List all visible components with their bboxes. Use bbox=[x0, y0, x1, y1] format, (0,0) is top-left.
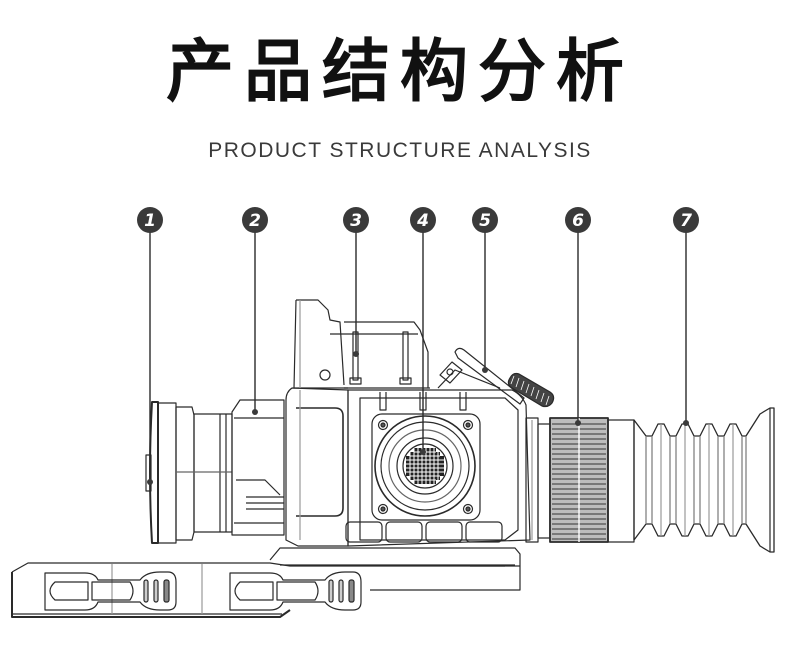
callout-4-side-port: 4 bbox=[410, 207, 436, 455]
eyepiece-barrel bbox=[607, 419, 635, 543]
callout-anchor-dot bbox=[252, 409, 258, 415]
callout-number: 7 bbox=[680, 211, 692, 231]
callout-badge bbox=[565, 207, 591, 233]
main-body bbox=[285, 387, 531, 547]
adjustment-knob[interactable] bbox=[507, 372, 555, 408]
rail-clamp[interactable] bbox=[229, 571, 362, 611]
callout-badge bbox=[410, 207, 436, 233]
callout-number: 3 bbox=[350, 211, 362, 231]
callout-badge bbox=[242, 207, 268, 233]
callout-5-control-knob-arm: 5 bbox=[472, 207, 498, 373]
callout-6-diopter-ring: 6 bbox=[565, 207, 591, 426]
callout-anchor-dot bbox=[482, 367, 488, 373]
callout-2-objective-lens-barrel: 2 bbox=[242, 207, 268, 415]
callout-badge bbox=[137, 207, 163, 233]
callout-badge bbox=[472, 207, 498, 233]
side-port[interactable] bbox=[374, 415, 476, 517]
diopter-ring[interactable] bbox=[549, 417, 609, 543]
callout-number: 6 bbox=[572, 211, 584, 231]
page-title: 产品结构分析 bbox=[165, 33, 634, 112]
objective-lens-barrel bbox=[175, 399, 285, 541]
callout-anchor-dot bbox=[420, 449, 426, 455]
rail-clamp[interactable] bbox=[44, 571, 177, 611]
callout-1-objective-lens-cap: 1 bbox=[137, 207, 163, 485]
callout-3-top-handle: 3 bbox=[343, 207, 369, 357]
callout-anchor-dot bbox=[575, 420, 581, 426]
callout-number: 4 bbox=[416, 211, 429, 231]
callout-anchor-dot bbox=[147, 479, 153, 485]
page-subtitle: PRODUCT STRUCTURE ANALYSIS bbox=[208, 139, 592, 162]
callout-number: 5 bbox=[479, 211, 491, 231]
callout-badge bbox=[673, 207, 699, 233]
mounting-rail bbox=[11, 547, 521, 618]
callout-number: 2 bbox=[249, 211, 261, 231]
callout-badge bbox=[343, 207, 369, 233]
eyecup[interactable] bbox=[633, 407, 775, 553]
control-knob-arm[interactable] bbox=[437, 347, 555, 408]
callout-anchor-dot bbox=[353, 351, 359, 357]
callout-number: 1 bbox=[144, 211, 156, 231]
callout-7-eyecup: 7 bbox=[673, 207, 699, 426]
callout-anchor-dot bbox=[683, 420, 689, 426]
top-handle[interactable] bbox=[293, 299, 430, 389]
